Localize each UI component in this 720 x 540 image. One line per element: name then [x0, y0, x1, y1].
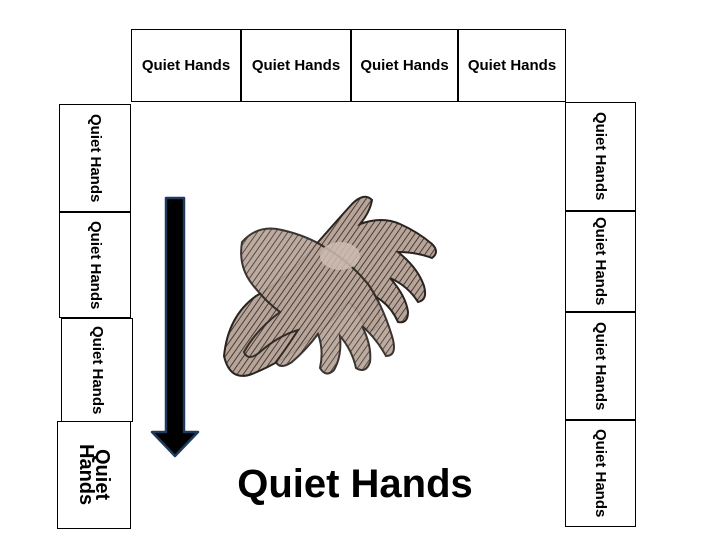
card-label: Quiet Hands: [360, 57, 449, 74]
right-card-4: Quiet Hands: [565, 420, 636, 527]
left-card-4: Quiet Hands: [57, 421, 131, 529]
top-card-3: Quiet Hands: [351, 29, 458, 102]
card-label: Quiet Hands: [87, 113, 104, 203]
top-card-1: Quiet Hands: [131, 29, 241, 102]
right-card-3: Quiet Hands: [565, 312, 636, 420]
card-label: Quiet Hands: [592, 217, 609, 306]
right-card-2: Quiet Hands: [565, 211, 636, 312]
card-label: Quiet Hands: [592, 321, 609, 411]
right-card-1: Quiet Hands: [565, 102, 636, 211]
top-card-2: Quiet Hands: [241, 29, 351, 102]
down-arrow-icon: [150, 196, 200, 458]
crossed-hands-icon: [222, 195, 437, 377]
card-label: Quiet Hands: [251, 57, 341, 74]
card-label: Quiet Hands: [89, 325, 106, 415]
card-label: Quiet Hands: [87, 220, 104, 310]
card-label: Quiet Hands: [75, 444, 113, 506]
card-label: Quiet Hands: [141, 57, 231, 74]
left-card-3: Quiet Hands: [61, 318, 133, 422]
card-label: Quiet Hands: [592, 429, 609, 518]
left-card-1: Quiet Hands: [59, 104, 131, 212]
card-label: Quiet Hands: [467, 57, 557, 74]
page-title: Quiet Hands: [237, 462, 473, 506]
top-card-4: Quiet Hands: [458, 29, 566, 102]
card-label: Quiet Hands: [592, 112, 609, 201]
left-card-2: Quiet Hands: [59, 212, 131, 318]
